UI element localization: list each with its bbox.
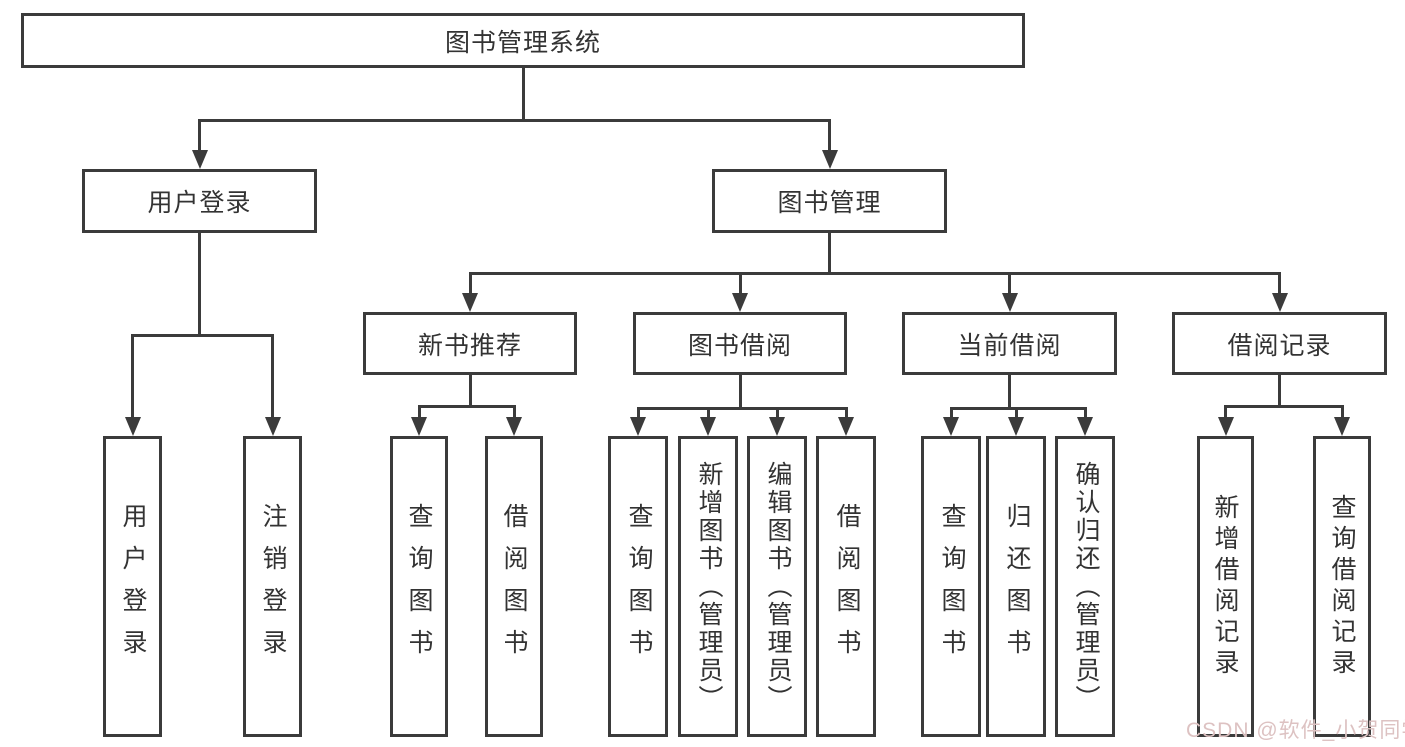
arrowhead-down xyxy=(1001,293,1018,312)
connector-line xyxy=(468,375,472,408)
node-borrow-records: 借阅记录 xyxy=(1172,312,1387,375)
connector-line xyxy=(198,119,201,151)
connector-line xyxy=(271,334,274,418)
leaf-return-book: 归还图书 xyxy=(986,436,1046,737)
connector-line xyxy=(198,233,201,337)
connector-line xyxy=(1014,407,1018,419)
arrowhead-down xyxy=(191,150,208,169)
arrowhead-down xyxy=(1217,417,1234,436)
arrowhead-down xyxy=(124,417,141,436)
leaf-logout: 注销登录 xyxy=(243,436,302,737)
leaf-borrow-books-recommend: 借阅图书 xyxy=(485,436,543,737)
arrowhead-down xyxy=(1077,417,1093,436)
connector-line xyxy=(131,334,134,418)
arrowhead-down xyxy=(700,417,716,436)
csdn-watermark: CSDN @软件_小贺同学 xyxy=(1186,719,1405,742)
leaf-query-books-recommend: 查询图书 xyxy=(390,436,448,737)
arrowhead-down xyxy=(769,417,785,436)
connector-line xyxy=(1340,405,1344,419)
connector-line xyxy=(775,407,779,419)
arrowhead-down xyxy=(943,417,959,436)
arrowhead-down xyxy=(1334,417,1350,436)
connector-line xyxy=(417,405,516,408)
connector-line xyxy=(1224,405,1227,419)
node-book-manage: 图书管理 xyxy=(712,169,947,233)
arrowhead-down xyxy=(264,417,281,436)
connector-line xyxy=(197,119,831,122)
connector-line xyxy=(844,407,848,419)
leaf-add-book-admin: 新增图书（管理员） xyxy=(678,436,738,737)
connector-line xyxy=(1224,405,1344,408)
leaf-user-login: 用户登录 xyxy=(103,436,162,737)
arrowhead-down xyxy=(821,150,838,169)
node-user-login: 用户登录 xyxy=(82,169,317,233)
arrowhead-down xyxy=(1008,417,1024,436)
arrowhead-down xyxy=(462,293,478,312)
leaf-edit-book-admin: 编辑图书（管理员） xyxy=(747,436,807,737)
node-book-borrow: 图书借阅 xyxy=(633,312,847,375)
leaf-add-borrow-record: 新增借阅记录 xyxy=(1197,436,1254,737)
connector-line xyxy=(949,407,1087,410)
connector-line xyxy=(738,272,742,296)
leaf-confirm-return-admin: 确认归还（管理员） xyxy=(1055,436,1115,737)
connector-line xyxy=(1278,375,1281,408)
arrowhead-down xyxy=(1271,293,1288,312)
connector-line xyxy=(949,407,953,419)
arrowhead-down xyxy=(732,293,748,312)
connector-line xyxy=(131,334,274,337)
connector-line xyxy=(706,407,710,419)
connector-line xyxy=(828,119,831,151)
leaf-query-borrow-record: 查询借阅记录 xyxy=(1313,436,1371,737)
connector-line xyxy=(738,375,742,410)
connector-line xyxy=(417,405,421,419)
connector-line xyxy=(1008,272,1011,296)
connector-line xyxy=(1083,407,1087,419)
arrowhead-down xyxy=(506,417,522,436)
connector-line xyxy=(512,405,516,419)
connector-line xyxy=(1278,272,1281,296)
connector-line xyxy=(468,272,472,296)
arrowhead-down xyxy=(630,417,646,436)
connector-line xyxy=(1008,375,1011,410)
leaf-query-books-current: 查询图书 xyxy=(921,436,981,737)
connector-line xyxy=(468,272,1281,275)
connector-line xyxy=(828,233,831,275)
node-root-system: 图书管理系统 xyxy=(21,13,1025,68)
node-new-book-recommend: 新书推荐 xyxy=(363,312,577,375)
node-current-borrow: 当前借阅 xyxy=(902,312,1117,375)
arrowhead-down xyxy=(838,417,854,436)
connector-line xyxy=(636,407,640,419)
leaf-query-books-borrow: 查询图书 xyxy=(608,436,668,737)
leaf-borrow-books: 借阅图书 xyxy=(816,436,876,737)
connector-line xyxy=(521,68,525,122)
arrowhead-down xyxy=(411,417,427,436)
connector-line xyxy=(636,407,848,410)
